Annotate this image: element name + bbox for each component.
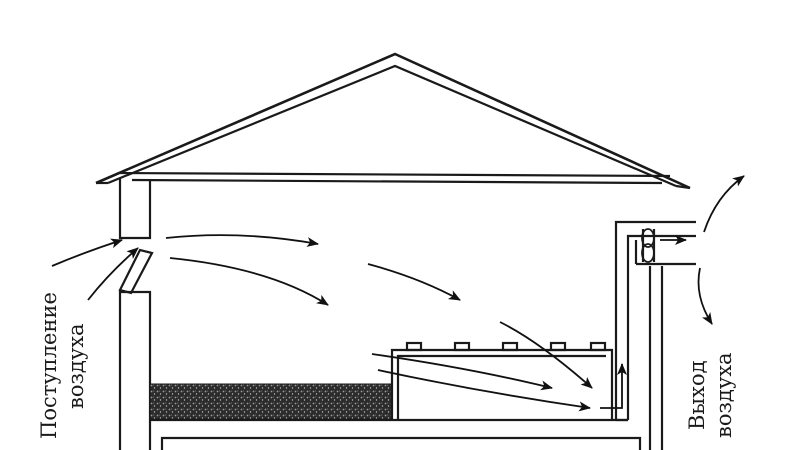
air-inlet-label: Поступление воздуха xyxy=(36,285,90,447)
crop-layer xyxy=(149,383,393,420)
air-outlet-label: Выход воздуха xyxy=(684,345,738,445)
air-outlet-label-line1: Выход xyxy=(685,360,709,430)
fan-icon xyxy=(641,228,656,263)
air-outlet-label-line2: воздуха xyxy=(712,352,736,438)
air-inlet-label-line2: воздуха xyxy=(64,323,88,409)
floor xyxy=(150,418,642,450)
air-inlet-label-line1: Поступление xyxy=(37,292,61,440)
roof xyxy=(95,52,691,190)
left-upper-wall xyxy=(118,178,152,240)
exhaust-duct xyxy=(614,220,696,450)
airflow-arrows xyxy=(51,175,745,412)
storage-rack xyxy=(390,341,614,420)
inlet-flap xyxy=(118,248,154,295)
left-lower-wall xyxy=(118,290,152,450)
